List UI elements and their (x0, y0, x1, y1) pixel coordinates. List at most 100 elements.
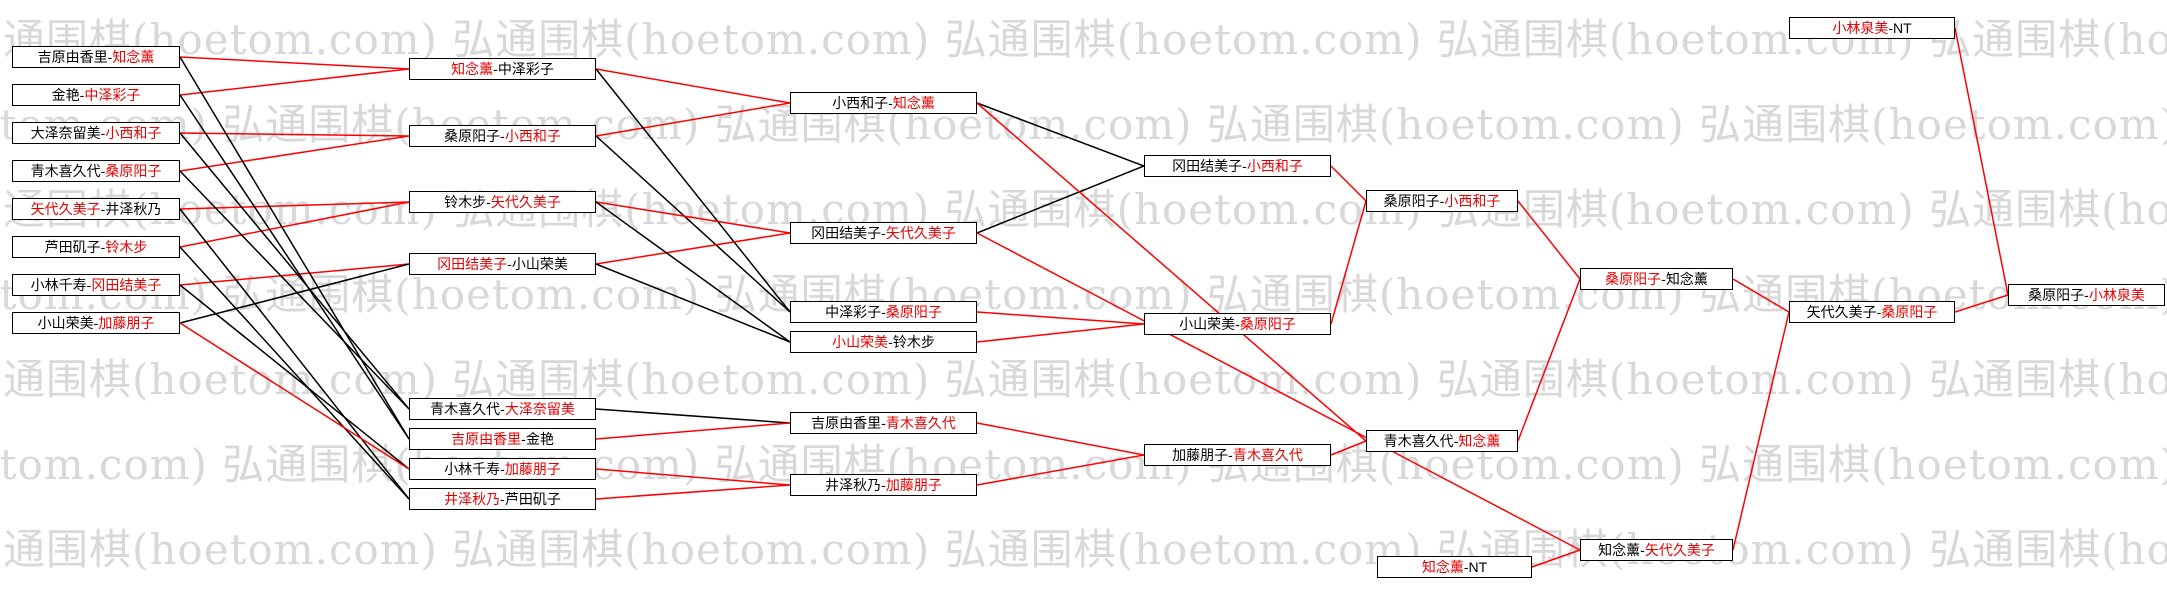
player-name-left: 桑原阳子 (444, 128, 501, 144)
match-r2b3: 小林千寿-加藤朋子 (409, 458, 596, 480)
winner-path-line (976, 323, 1145, 343)
winner-path-line (179, 201, 410, 248)
name-separator: - (1453, 433, 1459, 449)
winner-path-line (1517, 278, 1581, 442)
match-r3m5: 吉原由香里-青木喜久代 (790, 412, 977, 434)
player-name-left: 青木喜久代 (1383, 433, 1454, 449)
loser-path-line (179, 132, 410, 410)
player-name-left: 吉原由香里 (37, 49, 108, 65)
player-name-left: 芦田矶子 (44, 239, 101, 255)
player-name-left: 青木喜久代 (30, 163, 101, 179)
name-separator: - (100, 163, 106, 179)
watermark-text: 弘通围棋(hoetom.com) 弘通围棋(hoetom.com) 弘通围棋(h… (0, 100, 2167, 149)
match-ntk: 知念薰-NT (1377, 556, 1532, 578)
player-name-left: 小山荣美 (832, 334, 889, 350)
player-name-left: 大泽奈留美 (30, 125, 101, 141)
loser-path-line (179, 263, 410, 324)
name-separator: - (500, 401, 505, 417)
loser-path-line (595, 408, 791, 424)
player-name-right: 金艳 (525, 431, 554, 447)
name-separator: - (881, 304, 886, 320)
player-name-right: 知念薰 (1665, 271, 1708, 287)
player-name-right: NT (1468, 559, 1488, 575)
loser-path-line (179, 284, 410, 470)
match-r2b4: 井泽秋乃-芦田矶子 (409, 488, 596, 510)
match-r4m3: 加藤朋子-青木喜久代 (1144, 444, 1331, 466)
match-r3m6: 井泽秋乃-加藤朋子 (790, 474, 977, 496)
player-name-right: 桑原阳子 (885, 304, 942, 320)
name-separator: - (486, 194, 491, 210)
player-name-left: 中泽彩子 (825, 304, 882, 320)
player-name-right: 桑原阳子 (1239, 316, 1296, 332)
player-name-right: 桑原阳子 (105, 163, 162, 179)
name-separator: - (881, 477, 886, 493)
watermark-text: 弘通围棋(hoetom.com) 弘通围棋(hoetom.com) 弘通围棋(h… (0, 440, 2167, 489)
winner-path-line (179, 263, 410, 286)
winner-path-line (595, 68, 791, 104)
match-r2b1: 青木喜久代-大泽奈留美 (409, 398, 596, 420)
player-name-right: 芦田矶子 (504, 491, 561, 507)
match-r4m1: 冈田结美子-小西和子 (1144, 155, 1331, 177)
match-r2a3: 铃木步-矢代久美子 (409, 191, 596, 213)
winner-path-line (1330, 440, 1367, 456)
winner-path-line (1517, 200, 1581, 280)
player-name-right: 加藤朋子 (98, 315, 155, 331)
loser-path-line (976, 165, 1145, 234)
name-separator: - (1242, 158, 1247, 174)
player-name-left: 小山荣美 (37, 315, 94, 331)
player-name-left: 铃木步 (444, 194, 487, 210)
name-separator: - (881, 225, 886, 241)
player-name-left: 青木喜久代 (430, 401, 501, 417)
player-name-left: 井泽秋乃 (825, 477, 882, 493)
match-r4m2: 小山荣美-桑原阳子 (1144, 313, 1331, 335)
match-r5m1: 桑原阳子-小西和子 (1366, 190, 1518, 212)
watermark-text: 弘通围棋(hoetom.com) 弘通围棋(hoetom.com) 弘通围棋(h… (0, 185, 2167, 234)
player-name-left: 桑原阳子 (1605, 271, 1662, 287)
name-separator: - (1888, 20, 1893, 36)
player-name-right: 铃木步 (892, 334, 935, 350)
match-r2a2: 桑原阳子-小西和子 (409, 125, 596, 147)
match-r1m5: 矢代久美子-井泽秋乃 (12, 198, 180, 220)
match-r1m4: 青木喜久代-桑原阳子 (12, 160, 180, 182)
match-nti: 小林泉美-NT (1789, 17, 1955, 39)
player-name-right: 中泽彩子 (497, 61, 554, 77)
player-name-right: 大泽奈留美 (504, 401, 575, 417)
player-name-right: 加藤朋子 (504, 461, 561, 477)
player-name-right: 中泽彩子 (84, 87, 141, 103)
player-name-right: 矢代久美子 (885, 225, 956, 241)
name-separator: - (521, 431, 526, 447)
match-r1m3: 大泽奈留美-小西和子 (12, 122, 180, 144)
winner-path-line (595, 484, 791, 500)
winner-path-line (179, 68, 410, 96)
winner-path-line (595, 468, 791, 486)
loser-path-line (595, 263, 791, 343)
player-name-left: 矢代久美子 (1806, 304, 1877, 320)
name-separator: - (1235, 316, 1240, 332)
winner-path-line (976, 454, 1145, 486)
match-r6m2: 知念薰-矢代久美子 (1580, 539, 1733, 561)
match-r1m6: 芦田矶子-铃木步 (12, 236, 180, 258)
winner-path-line (179, 322, 410, 470)
winner-path-line (179, 201, 410, 210)
player-name-left: 桑原阳子 (1383, 193, 1440, 209)
winner-path-line (1732, 311, 1790, 551)
winner-path-line (595, 232, 791, 265)
player-name-left: 知念薰 (1598, 542, 1641, 558)
name-separator: - (1463, 559, 1469, 575)
name-separator: - (100, 125, 106, 141)
winner-path-line (1954, 27, 2009, 296)
player-name-right: 小林泉美 (2088, 287, 2145, 303)
name-separator: - (500, 128, 505, 144)
name-separator: - (100, 201, 106, 217)
player-name-left: 吉原由香里 (811, 415, 882, 431)
winner-path-line (976, 311, 1145, 325)
player-name-right: 青木喜久代 (1232, 447, 1303, 463)
player-name-right: 小西和子 (504, 128, 561, 144)
player-name-left: 吉原由香里 (451, 431, 522, 447)
winner-path-line (595, 201, 791, 234)
name-separator: - (888, 95, 893, 111)
name-separator: - (1439, 193, 1445, 209)
